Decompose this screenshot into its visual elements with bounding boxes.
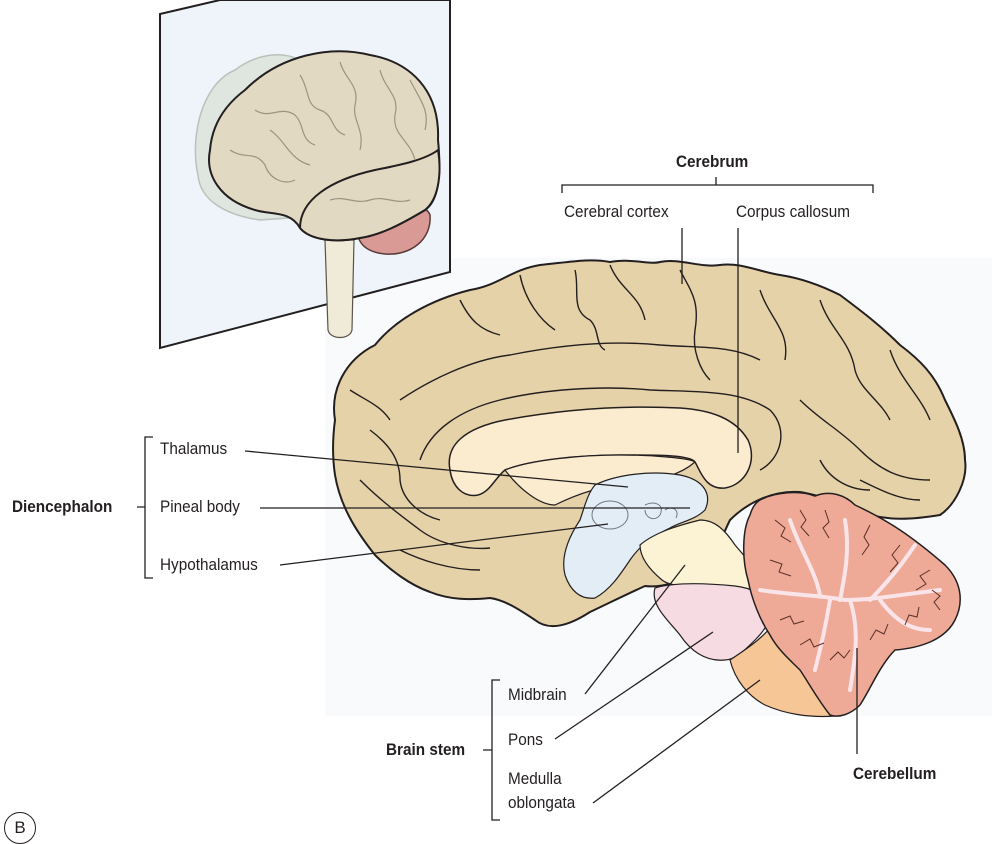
cortical-sulci — [349, 264, 931, 571]
brain-stem-group-label: Brain stem — [386, 740, 466, 759]
thalamus-label: Thalamus — [160, 439, 228, 458]
hypothalamus-label: Hypothalamus — [160, 555, 258, 574]
diencephalon-bracket — [137, 436, 153, 579]
diencephalon — [563, 472, 709, 599]
inset-sulci — [229, 61, 427, 203]
leader-lines — [137, 177, 874, 821]
midbrain-leader — [584, 564, 686, 695]
diencephalon-nuclei — [591, 500, 678, 530]
panel-letter-badge: B — [4, 812, 36, 844]
inset-temporal-lobe — [298, 148, 441, 242]
medulla-leader — [592, 679, 761, 804]
inset-spinal-cord — [324, 239, 355, 339]
midbrain-label: Midbrain — [508, 685, 567, 704]
cerebellar-folia — [769, 509, 941, 661]
cerebral-cortex-label: Cerebral cortex — [564, 202, 669, 221]
corpus-callosum-label: Corpus callosum — [736, 202, 850, 221]
inset-lateral-view — [159, 0, 451, 350]
arbor-vitae — [758, 518, 942, 692]
sagittal-section — [332, 259, 967, 718]
diencephalon-group-label: Diencephalon — [12, 497, 113, 516]
pons-leader — [554, 631, 714, 740]
hypothalamus-leader — [279, 523, 609, 566]
thalamus-leader — [244, 450, 629, 488]
cerebrum-bracket — [561, 177, 874, 193]
pons — [653, 583, 771, 661]
pineal-body-label: Pineal body — [160, 497, 240, 516]
cerebrum-group-label: Cerebrum — [676, 152, 749, 171]
pons-label: Pons — [508, 730, 543, 749]
medulla-label-line2: oblongata — [508, 793, 576, 812]
medulla-label-line1: Medulla — [508, 769, 562, 788]
cerebellum-label: Cerebellum — [853, 764, 937, 783]
brain-stem-bracket — [483, 679, 500, 821]
